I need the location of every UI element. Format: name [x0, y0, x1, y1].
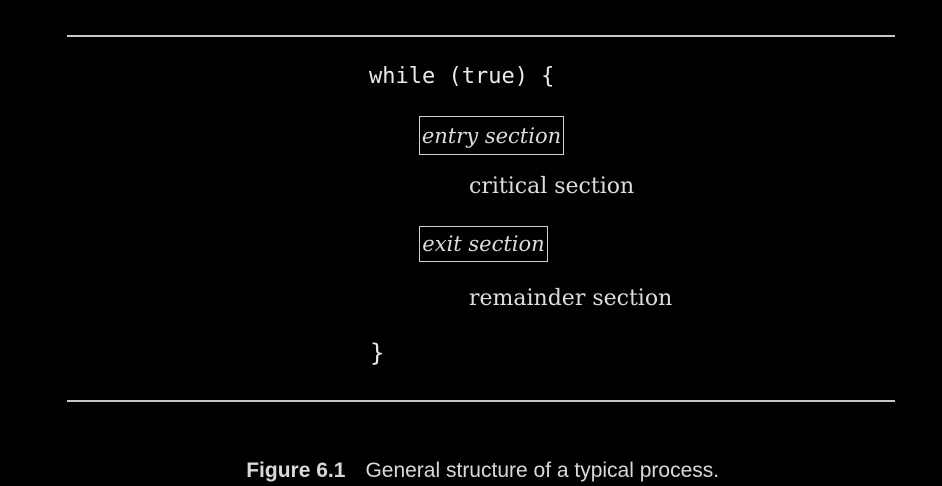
exit-section-label: exit section [422, 232, 545, 256]
while-loop-statement: while (true) { [369, 64, 555, 89]
entry-section-label: entry section [421, 123, 562, 148]
figure-caption: Figure 6.1 General structure of a typical… [0, 435, 942, 486]
entry-section-box: entry section [419, 116, 564, 155]
critical-section-label: critical section [469, 174, 635, 199]
bottom-rule [67, 400, 895, 402]
top-rule [67, 35, 895, 37]
figure-caption-number: Figure 6.1 [246, 459, 346, 482]
closing-brace: } [370, 339, 385, 367]
remainder-section-label: remainder section [469, 286, 673, 311]
figure-caption-text: General structure of a typical process. [365, 459, 720, 482]
exit-section-box: exit section [419, 226, 548, 262]
